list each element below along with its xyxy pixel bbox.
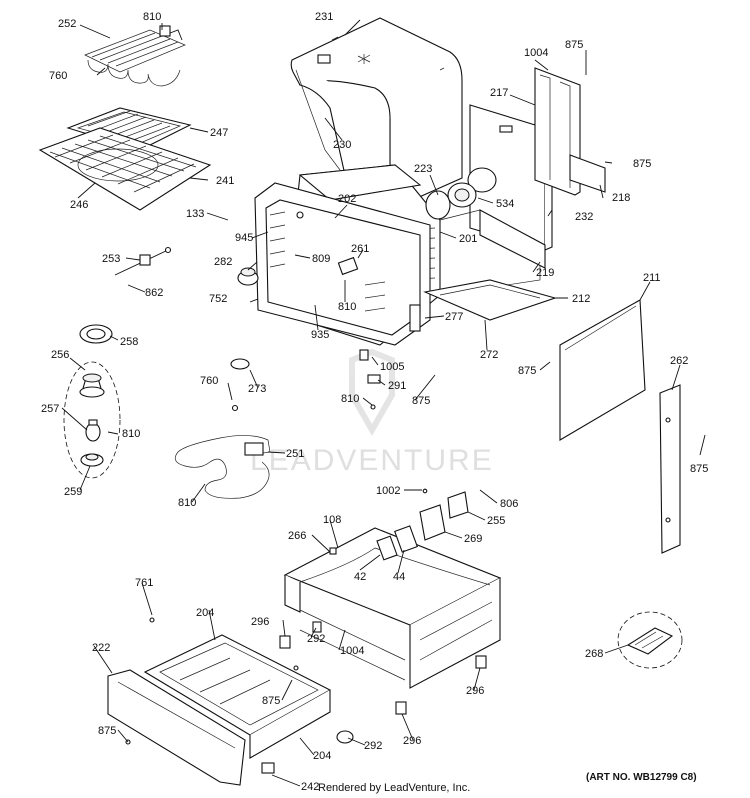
label-262: 262 (670, 355, 688, 367)
label-241: 241 (216, 175, 234, 187)
label-875: 875 (690, 463, 708, 475)
drawer-glide-detail (617, 611, 683, 669)
label-1005: 1005 (380, 361, 404, 373)
leader-lines (61, 19, 706, 787)
label-291: 291 (388, 380, 406, 392)
label-219: 219 (536, 267, 554, 279)
label-218: 218 (612, 192, 630, 204)
label-266: 266 (288, 530, 306, 542)
label-230: 230 (333, 139, 351, 151)
label-862: 862 (145, 287, 163, 299)
label-292: 292 (364, 740, 382, 752)
label-204: 204 (313, 750, 331, 762)
part-labels: 252 810 760 231 1004 875 217 247 230 875… (41, 11, 708, 793)
label-296: 296 (403, 735, 421, 747)
label-282: 282 (214, 256, 232, 268)
label-875: 875 (565, 39, 583, 51)
label-242: 242 (301, 781, 319, 793)
broil-element (84, 25, 186, 87)
label-232: 232 (575, 211, 593, 223)
label-809: 809 (312, 253, 330, 265)
label-760: 760 (49, 70, 67, 82)
footer-credit: Rendered by LeadVenture, Inc. (318, 782, 470, 794)
watermark: LEADVENTURE (250, 348, 494, 477)
label-258: 258 (120, 336, 138, 348)
label-212: 212 (572, 293, 590, 305)
warming-drawer (143, 634, 332, 759)
label-296: 296 (466, 685, 484, 697)
label-1002: 1002 (376, 485, 400, 497)
label-945: 945 (235, 232, 253, 244)
label-875: 875 (98, 725, 116, 737)
label-231: 231 (315, 11, 333, 23)
label-133: 133 (186, 208, 204, 220)
label-202: 202 (338, 193, 356, 205)
small-parts (230, 256, 421, 412)
label-534: 534 (496, 198, 514, 210)
label-875: 875 (518, 365, 536, 377)
label-204: 204 (196, 607, 214, 619)
label-935: 935 (311, 329, 329, 341)
warmer-controls (329, 491, 469, 561)
art-number: (ART NO. WB12799 C8) (586, 772, 697, 783)
drawer-front-panel (107, 669, 246, 786)
label-875: 875 (633, 158, 651, 170)
label-44: 44 (393, 571, 405, 583)
label-223: 223 (414, 163, 432, 175)
oven-light-assembly (63, 361, 121, 479)
label-875: 875 (262, 695, 280, 707)
rear-cover-panel (559, 299, 646, 441)
label-760: 760 (200, 375, 218, 387)
label-292: 292 (307, 633, 325, 645)
label-246: 246 (70, 199, 88, 211)
label-108: 108 (323, 514, 341, 526)
label-810: 810 (341, 393, 359, 405)
label-268: 268 (585, 648, 603, 660)
label-201: 201 (459, 233, 477, 245)
label-257: 257 (41, 403, 59, 415)
label-217: 217 (490, 87, 508, 99)
label-259: 259 (64, 486, 82, 498)
label-1004: 1004 (524, 47, 548, 59)
label-255: 255 (487, 515, 505, 527)
right-side-vent-panel (534, 67, 606, 196)
label-810: 810 (143, 11, 161, 23)
label-269: 269 (464, 533, 482, 545)
label-277: 277 (445, 311, 463, 323)
label-810: 810 (338, 301, 356, 313)
label-253: 253 (102, 253, 120, 265)
watermark-text: LEADVENTURE (250, 444, 494, 477)
label-875: 875 (412, 395, 430, 407)
label-247: 247 (210, 127, 228, 139)
oven-rack (38, 127, 212, 211)
label-1004: 1004 (340, 645, 364, 657)
label-273: 273 (248, 383, 266, 395)
label-252: 252 (58, 18, 76, 30)
label-222: 222 (92, 642, 110, 654)
label-261: 261 (351, 243, 369, 255)
label-256: 256 (51, 349, 69, 361)
label-806: 806 (500, 498, 518, 510)
vertical-bracket (659, 384, 681, 554)
label-272: 272 (480, 349, 498, 361)
label-810: 810 (178, 497, 196, 509)
label-251: 251 (286, 448, 304, 460)
rotisserie-spit (114, 246, 172, 276)
label-42: 42 (354, 571, 366, 583)
drawer-cabinet (283, 527, 502, 689)
label-761: 761 (135, 577, 153, 589)
label-296: 296 (251, 616, 269, 628)
bake-element (174, 435, 271, 499)
label-211: 211 (643, 272, 661, 284)
label-810: 810 (122, 428, 140, 440)
gasket-ring (79, 324, 113, 344)
label-752: 752 (209, 293, 227, 305)
